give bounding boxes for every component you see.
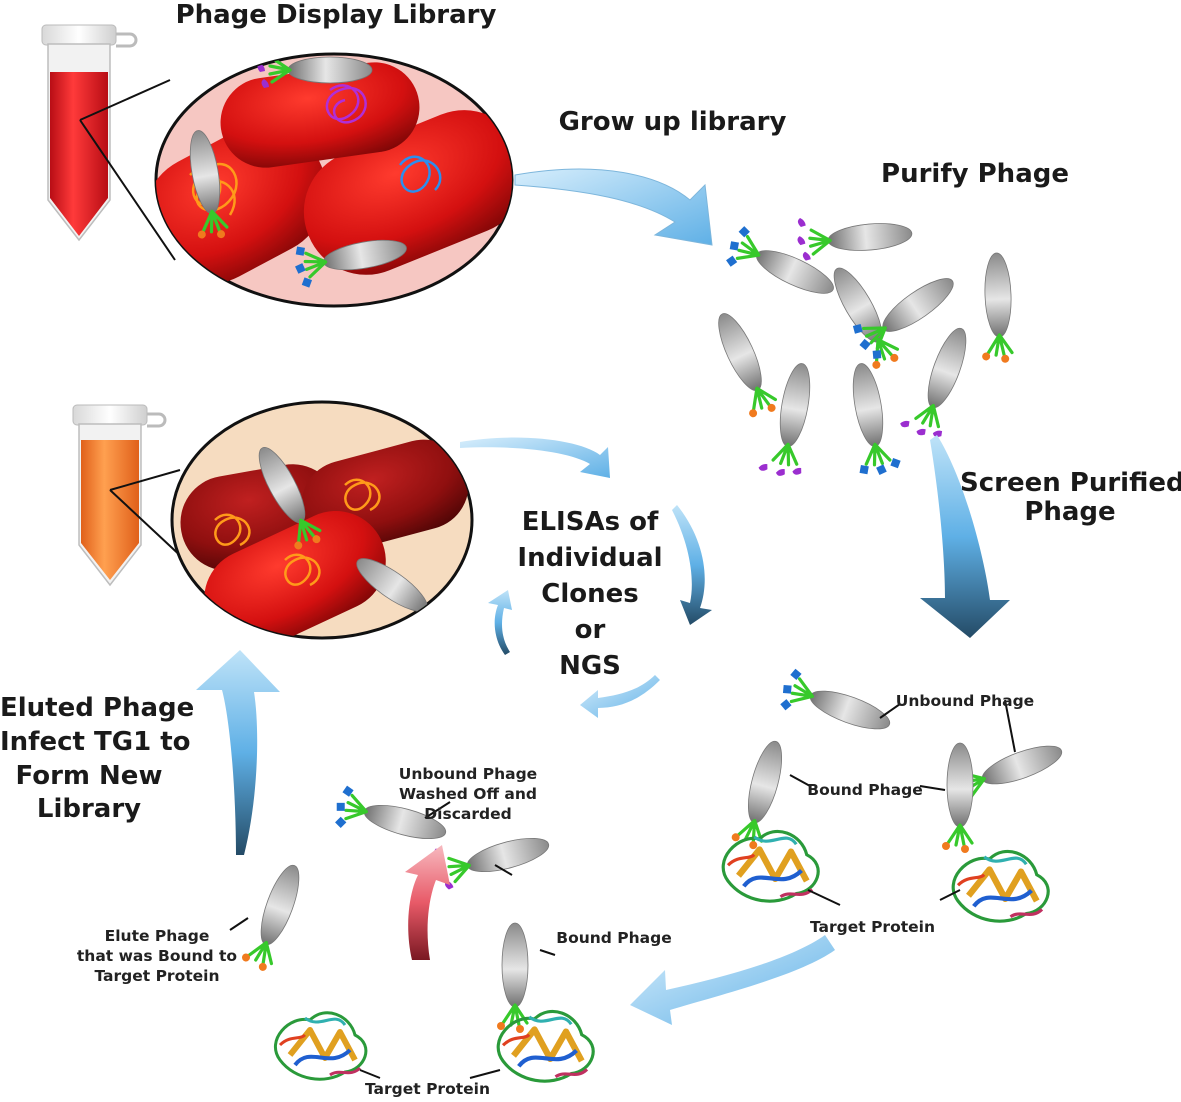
- inset-phage-display-library: [154, 52, 514, 308]
- arrow-elisa-bottom: [580, 675, 660, 718]
- dna-coil-blue: [399, 155, 442, 193]
- arrow-elisa-right: [672, 505, 712, 625]
- label-elisas-ngs: ELISAs of Individual Clones or NGS: [517, 507, 663, 681]
- label-target-protein-bottom: Target Protein: [364, 1080, 490, 1098]
- dna-coil-purple: [325, 84, 367, 124]
- screening-panel-bottom: [229, 782, 593, 1081]
- label-eluted-phage-infect: Eluted Phage Infect TG1 to Form New Libr…: [0, 693, 195, 825]
- arrow-screen-purified: [920, 435, 1010, 638]
- label-elute-phage: Elute Phage that was Bound to Target Pro…: [76, 927, 238, 986]
- purified-phage-cluster: [704, 206, 1015, 482]
- zoom-lines-mid: [109, 469, 186, 561]
- arrow-elisa-top: [460, 437, 610, 478]
- label-target-protein-right: Target Protein: [809, 918, 935, 936]
- screening-panel-right: [723, 665, 1070, 921]
- arrow-elisa-left: [488, 590, 512, 655]
- inset-new-library: [170, 400, 474, 640]
- label-purify-phage: Purify Phage: [881, 159, 1069, 189]
- title-phage-display-library: Phage Display Library: [175, 0, 497, 30]
- label-screen-purified-phage: Screen Purified Phage: [960, 468, 1181, 528]
- label-bound-phage-right: Bound Phage: [807, 781, 923, 799]
- arrow-grow-up-library: [514, 168, 713, 246]
- label-grow-up-library: Grow up library: [558, 107, 787, 137]
- arrow-wash: [630, 935, 835, 1025]
- arrow-discard: [405, 845, 450, 960]
- label-unbound-washed-off: Unbound Phage Washed Off and Discarded: [398, 765, 538, 824]
- tube-orange: [72, 404, 167, 587]
- zoom-lines-top: [79, 79, 176, 261]
- label-bound-phage-bottom: Bound Phage: [556, 929, 672, 947]
- label-unbound-phage: Unbound Phage: [895, 692, 1035, 710]
- tube-red: [41, 24, 138, 242]
- arrow-eluted-infect: [196, 650, 280, 855]
